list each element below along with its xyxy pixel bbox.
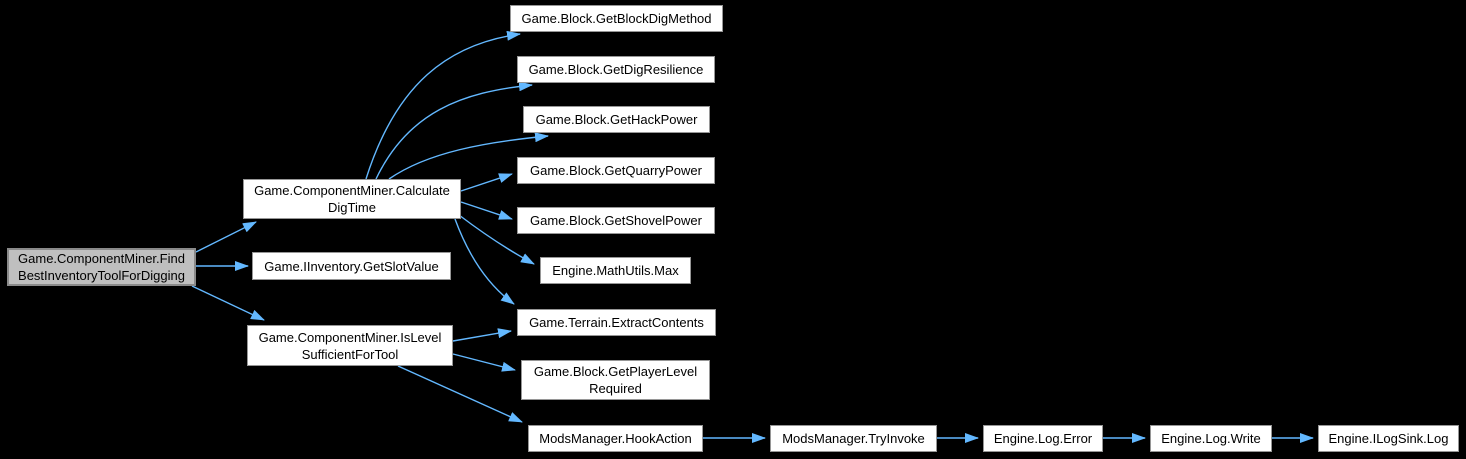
node-label: Game.IInventory.GetSlotValue [264, 258, 439, 274]
edge-is-level-to-get-player-level-required [452, 353, 516, 372]
node-log-error[interactable]: Engine.Log.Error [983, 425, 1103, 452]
node-extract-contents[interactable]: Game.Terrain.ExtractContents [517, 309, 716, 336]
node-label: Engine.MathUtils.Max [552, 263, 679, 278]
node-label: Game.Block.GetHackPower [535, 112, 698, 127]
edge-is-level-to-extract-contents [452, 328, 512, 342]
node-label: Game.Block.GetQuarryPower [530, 163, 702, 178]
node-get-quarry-power[interactable]: Game.Block.GetQuarryPower [517, 157, 715, 184]
node-ilogsink-log[interactable]: Engine.ILogSink.Log [1318, 425, 1459, 452]
node-label: Engine.ILogSink.Log [1328, 431, 1449, 446]
node-label: Game.Block.GetBlockDigMethod [521, 11, 712, 26]
node-get-dig-resilience[interactable]: Game.Block.GetDigResilience [517, 56, 715, 83]
node-hook-action[interactable]: ModsManager.HookAction [528, 425, 703, 452]
edge-find-to-calculate-dig-time [195, 221, 257, 253]
node-label: Engine.Log.Write [1161, 431, 1261, 446]
node-get-player-level-required[interactable]: Game.Block.GetPlayerLevel Required [521, 360, 710, 400]
edge-calculate-to-get-block-dig-method [365, 30, 521, 180]
node-label: Game.Block.GetPlayerLevel [533, 364, 698, 379]
edge-calculate-to-extract-contents [454, 218, 515, 305]
node-find-best-inventory-tool-for-digging[interactable]: Game.ComponentMiner.Find BestInventoryTo… [7, 248, 196, 286]
node-label: Game.ComponentMiner.Calculate [254, 183, 450, 198]
node-calculate-dig-time[interactable]: Game.ComponentMiner.Calculate DigTime [243, 179, 461, 219]
node-label: ModsManager.TryInvoke [782, 431, 925, 446]
node-label: Game.ComponentMiner.Find [18, 251, 185, 266]
node-get-slot-value[interactable]: Game.IInventory.GetSlotValue [252, 252, 451, 280]
node-try-invoke[interactable]: ModsManager.TryInvoke [770, 425, 937, 452]
node-label: Game.ComponentMiner.IsLevel [258, 329, 442, 345]
node-label: Game.Block.GetShovelPower [530, 213, 702, 228]
node-get-block-dig-method[interactable]: Game.Block.GetBlockDigMethod [510, 5, 723, 32]
node-log-write[interactable]: Engine.Log.Write [1150, 425, 1272, 452]
node-is-level-sufficient-for-tool[interactable]: Game.ComponentMiner.IsLevel SufficientFo… [247, 325, 453, 366]
node-label: ModsManager.HookAction [539, 431, 692, 446]
edge-calculate-to-math-utils-max [458, 214, 535, 265]
edge-is-level-to-hook-action [397, 365, 523, 423]
edge-find-to-is-level-sufficient [191, 285, 265, 321]
node-label: Required [589, 381, 642, 396]
node-label: Game.Terrain.ExtractContents [529, 315, 704, 330]
edge-calculate-to-get-dig-resilience [375, 81, 533, 180]
node-label: Engine.Log.Error [993, 431, 1093, 446]
edge-calculate-to-get-hack-power [388, 132, 549, 180]
edge-calculate-to-get-shovel-power [460, 201, 513, 220]
node-label: DigTime [328, 200, 376, 215]
edge-calculate-to-get-quarry-power [460, 173, 513, 192]
node-get-shovel-power[interactable]: Game.Block.GetShovelPower [517, 207, 715, 234]
node-get-hack-power[interactable]: Game.Block.GetHackPower [523, 106, 710, 133]
node-math-utils-max[interactable]: Engine.MathUtils.Max [540, 257, 691, 284]
node-label: SufficientForTool [301, 346, 399, 362]
node-label: Game.Block.GetDigResilience [528, 62, 704, 77]
node-label: BestInventoryToolForDigging [18, 268, 185, 283]
